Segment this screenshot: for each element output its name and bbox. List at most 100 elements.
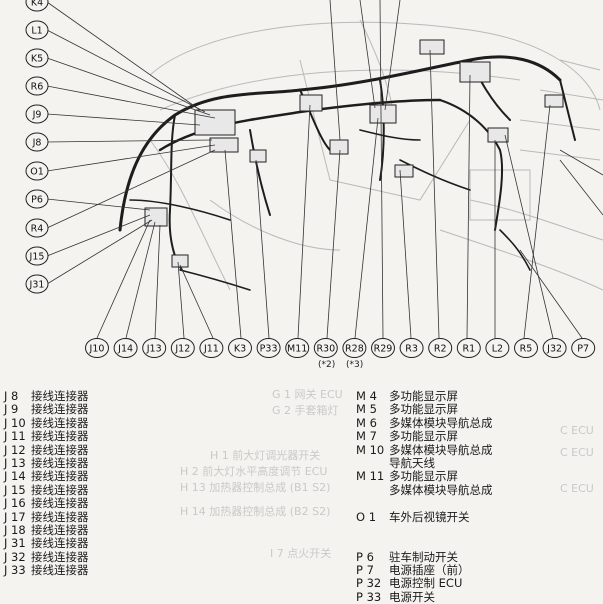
connector-label-l1-text: L1 [31,26,42,37]
connector-label-j14-circle [113,338,138,358]
connector-label-j12-text: J12 [174,344,190,355]
legend-code: J 13 [4,455,26,470]
connector-label-r4-circle [25,218,49,238]
legend-row [356,524,493,537]
connector-label-r4-text: R4 [31,224,44,235]
ghost-text: H 14 加热器控制总成 (B2 S2) [180,505,331,518]
legend-name: 多功能显示屏 [389,469,458,484]
ghost-text: C ECU [560,424,594,437]
r30-note: (*2) [318,360,336,370]
legend-code: M 11 [356,469,385,484]
connector-label-j13-circle [142,338,167,358]
legend-code: J 10 [4,415,26,430]
connector-label-r30-circle [313,338,338,358]
legend-code: J 11 [4,429,26,444]
connector-label-j12: J12 [170,338,195,358]
connector-label-j10-text: J10 [89,344,105,355]
connector-label-j8: J8 [25,132,49,152]
connector-label-j13-text: J13 [146,344,162,355]
legend-row: M 11 多功能显示屏 [356,469,493,484]
connector-label-r5-circle [514,338,538,358]
connector-label-l2-text: L2 [492,344,503,355]
connector-label-j11-circle [199,338,224,358]
connector-label-r3-circle [399,338,424,358]
connector-label-r3-text: R3 [405,344,418,355]
connector-label-r5-text: R5 [520,344,533,355]
legend-code: M 4 [356,389,377,403]
connector-label-m11-circle [285,338,310,358]
legend-name: 接线连接器 [31,549,89,564]
connector-label-j32-circle [542,338,567,358]
dashboard-outline [149,19,603,291]
connector-label-j15-circle [25,246,49,266]
leader-lines [46,0,603,339]
ghost-text: I 7 点火开关 [270,547,332,560]
connector-label-j14: J14 [113,338,138,358]
legend-code: J 32 [4,549,26,564]
connector-label-r2-text: R2 [434,344,447,355]
connector-label-r29-text: R29 [374,344,393,355]
connector-label-j31-circle [25,274,49,294]
connector-label-o1-text: O1 [30,167,44,178]
connector-label-j15-text: J15 [29,252,45,263]
legend-name: 接线连接器 [31,496,89,511]
legend-name: 接线连接器 [31,522,89,537]
connector-label-p33: P33 [256,338,281,358]
connector-label-r2: R2 [428,338,453,358]
connector-label-k3-circle [228,338,252,358]
legend-code: J 14 [4,469,26,484]
connector-label-j8-circle [25,132,49,152]
connector-label-j10-circle [85,338,109,358]
connector-label-r28: R28 [342,338,367,358]
connector-label-p7-circle [571,338,596,358]
connector-label-j11-text: J11 [203,344,219,355]
legend-code: P 33 [356,589,382,604]
connector-label-j8-text: J8 [32,138,42,149]
legend-code: J 18 [4,522,26,537]
legend-code: P 32 [356,576,382,591]
legend-code: P 7 [356,563,374,578]
connector-label-k4-text: K4 [31,0,43,9]
connector-label-p7: P7 [571,338,596,358]
connector-label-k4: K4 [25,0,49,12]
connector-label-k5-circle [25,48,49,68]
connector-label-p6: P6 [25,189,49,209]
legend-name: 多媒体模块导航总成 [389,442,493,457]
connector-label-r30: R30 [313,338,338,358]
legend-code: J 12 [4,442,26,457]
legend-code: J 31 [4,536,26,551]
legend-row: 多媒体模块导航总成 [356,483,493,497]
connector-label-r1: R1 [456,338,481,358]
connector-label-j11: J11 [199,338,224,358]
legend-row: 导航天线 [356,455,493,470]
connector-label-l1-circle [25,20,49,40]
harness-cables [118,55,576,291]
legend-code: M 5 [356,402,377,417]
legend-name: 导航天线 [389,455,435,470]
connector-blocks [144,39,564,268]
connector-label-r6-text: R6 [31,82,44,93]
legend-code: M 10 [356,442,385,457]
legend-row [356,537,493,550]
legend-row: J 18 接线连接器 [4,522,89,537]
connector-label-j14-text: J14 [117,344,133,355]
legend-code: J 8 [4,389,19,403]
legend-name: 接线连接器 [31,402,89,417]
connector-label-j9-circle [25,104,49,124]
connector-label-m11: M11 [285,338,310,358]
connector-label-o1: O1 [25,161,49,181]
connector-label-r28-text: R28 [345,344,364,355]
connector-label-j31-text: J31 [29,280,45,291]
